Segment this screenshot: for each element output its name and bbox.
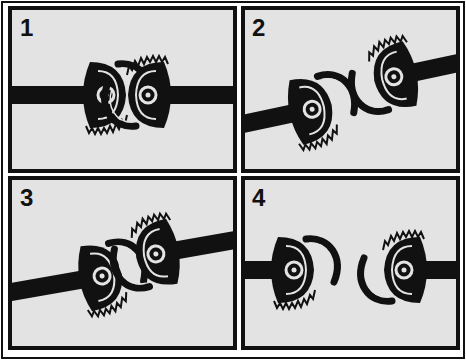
step-number: 4 — [252, 186, 265, 210]
coupling-tilted-engaged — [12, 185, 233, 344]
coupling-tilted-apart — [245, 10, 456, 169]
step-number: 1 — [20, 16, 33, 40]
panel — [10, 178, 235, 348]
step-number: 2 — [252, 16, 265, 40]
step-number: 3 — [20, 186, 33, 210]
coupling-engaged — [12, 56, 233, 134]
coupling-separated — [245, 231, 456, 309]
